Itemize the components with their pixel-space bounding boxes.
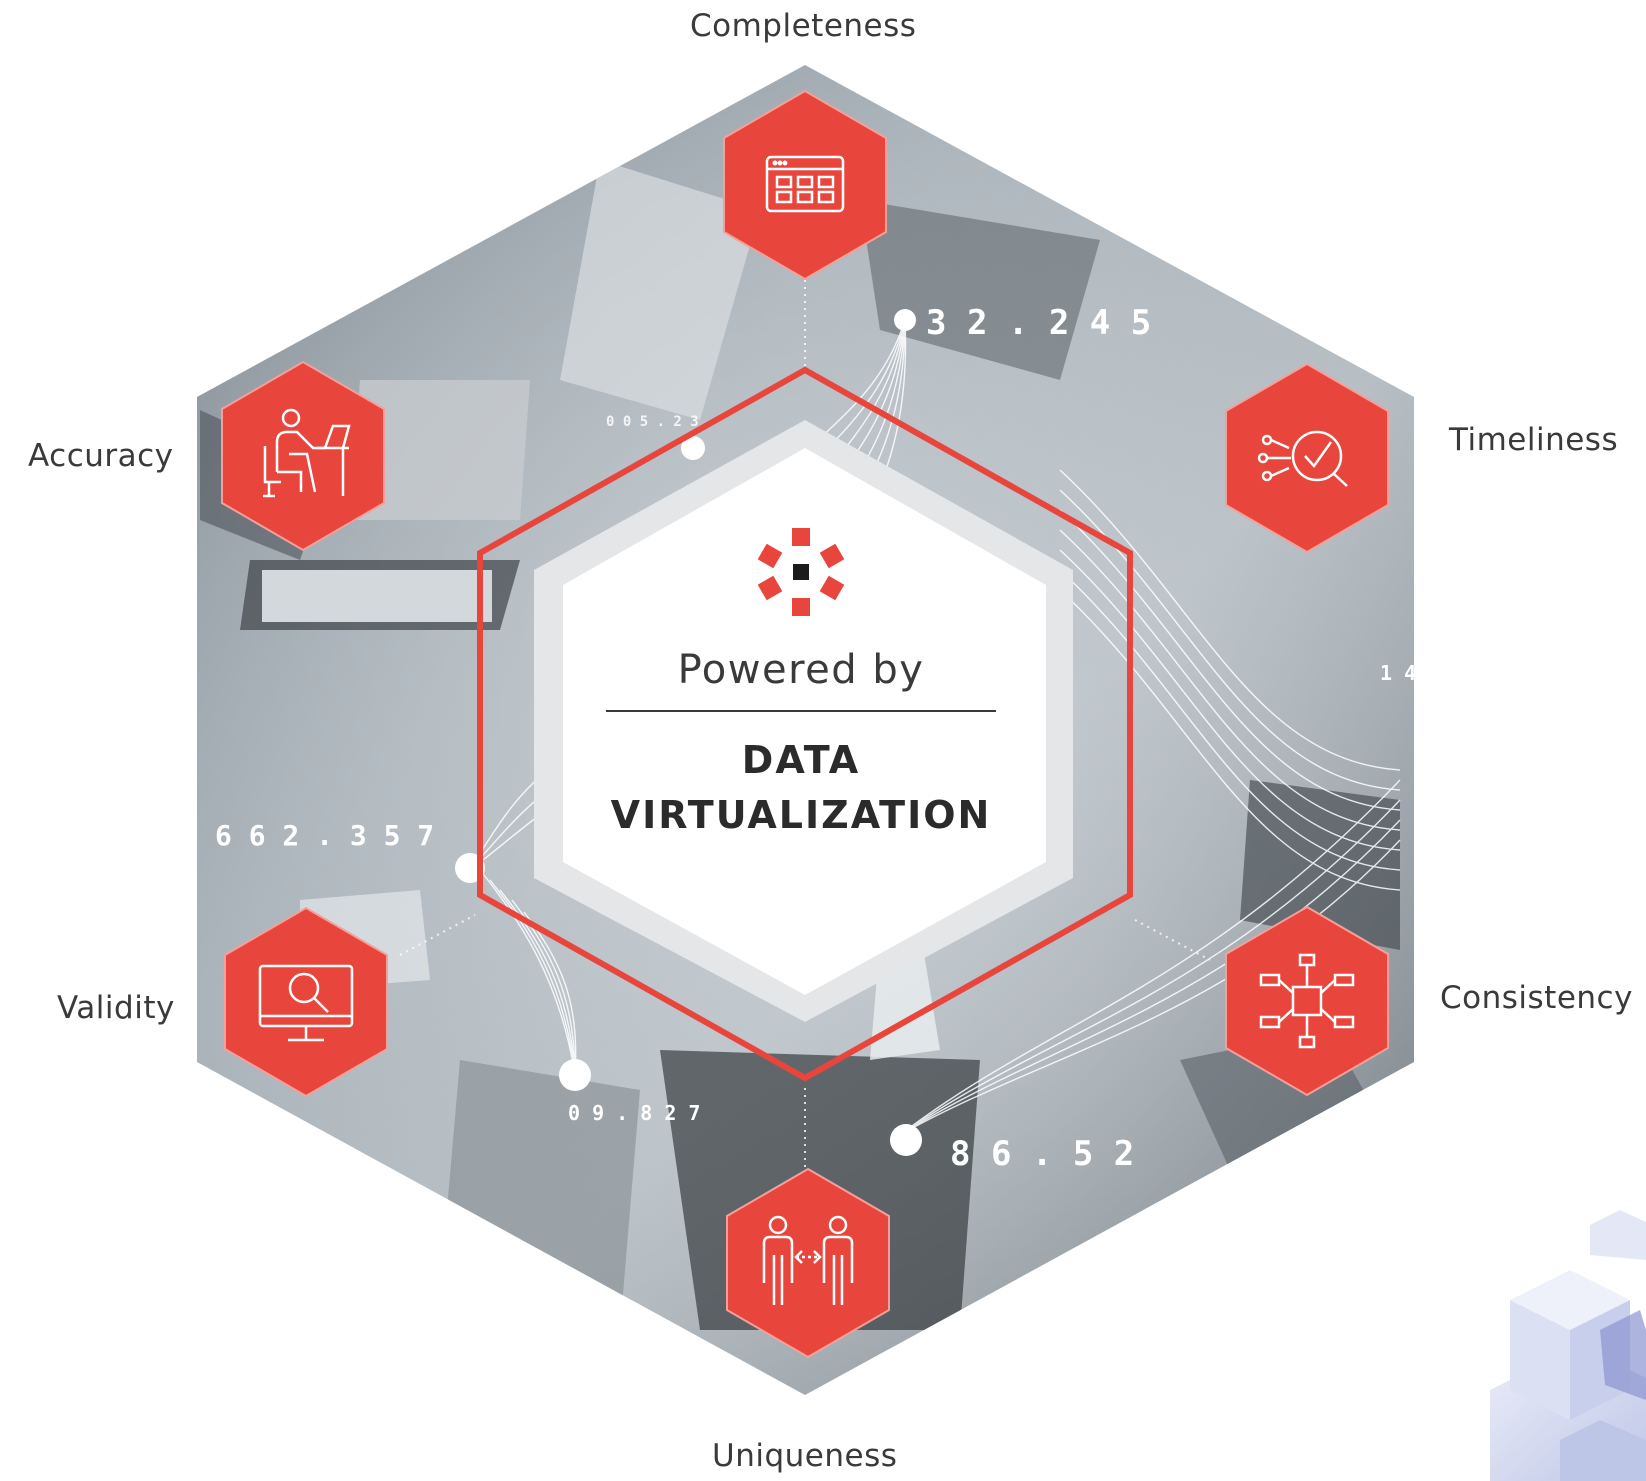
label-timeliness: Timeliness — [1449, 422, 1619, 458]
calendar-grid-icon — [765, 155, 845, 213]
validity-node — [224, 906, 388, 1098]
label-accuracy: Accuracy — [28, 438, 174, 474]
number-label: 0 9 . 8 2 7 — [568, 1101, 700, 1125]
number-label: 6 6 2 . 3 5 7 — [215, 819, 434, 852]
powered-by-label: Powered by — [678, 647, 925, 693]
starburst-logo — [757, 528, 845, 616]
center-hex-outline — [477, 366, 1133, 1082]
label-validity: Validity — [57, 990, 175, 1026]
people-exchange-icon — [762, 1215, 854, 1305]
number-label: 1 4 — [1380, 661, 1416, 685]
uniqueness-node — [726, 1167, 890, 1359]
accuracy-node — [221, 360, 385, 552]
completeness-node — [723, 89, 887, 281]
product-name-line2: VIRTUALIZATION — [611, 793, 992, 837]
decorative-cubes — [1490, 1210, 1646, 1481]
label-completeness: Completeness — [690, 8, 917, 44]
decorative-numbers: 3 2 . 2 4 5 0 0 5 . 2 3 1 4 6 6 2 . 3 5 … — [215, 303, 1416, 1174]
label-consistency: Consistency — [1440, 980, 1633, 1016]
target-check-icon — [1257, 430, 1348, 487]
monitor-search-icon — [258, 964, 354, 1042]
number-label: 0 0 5 . 2 3 — [606, 414, 699, 430]
center-hex — [563, 448, 1046, 995]
consistency-node — [1225, 905, 1389, 1097]
product-name-line1: DATA — [742, 738, 860, 782]
person-at-desk-icon — [263, 408, 351, 498]
number-label: 3 2 . 2 4 5 — [926, 303, 1151, 343]
number-label: 8 6 . 5 2 — [950, 1134, 1134, 1174]
network-hub-icon — [1259, 953, 1355, 1049]
label-uniqueness: Uniqueness — [712, 1438, 898, 1474]
timeliness-node — [1225, 362, 1389, 554]
